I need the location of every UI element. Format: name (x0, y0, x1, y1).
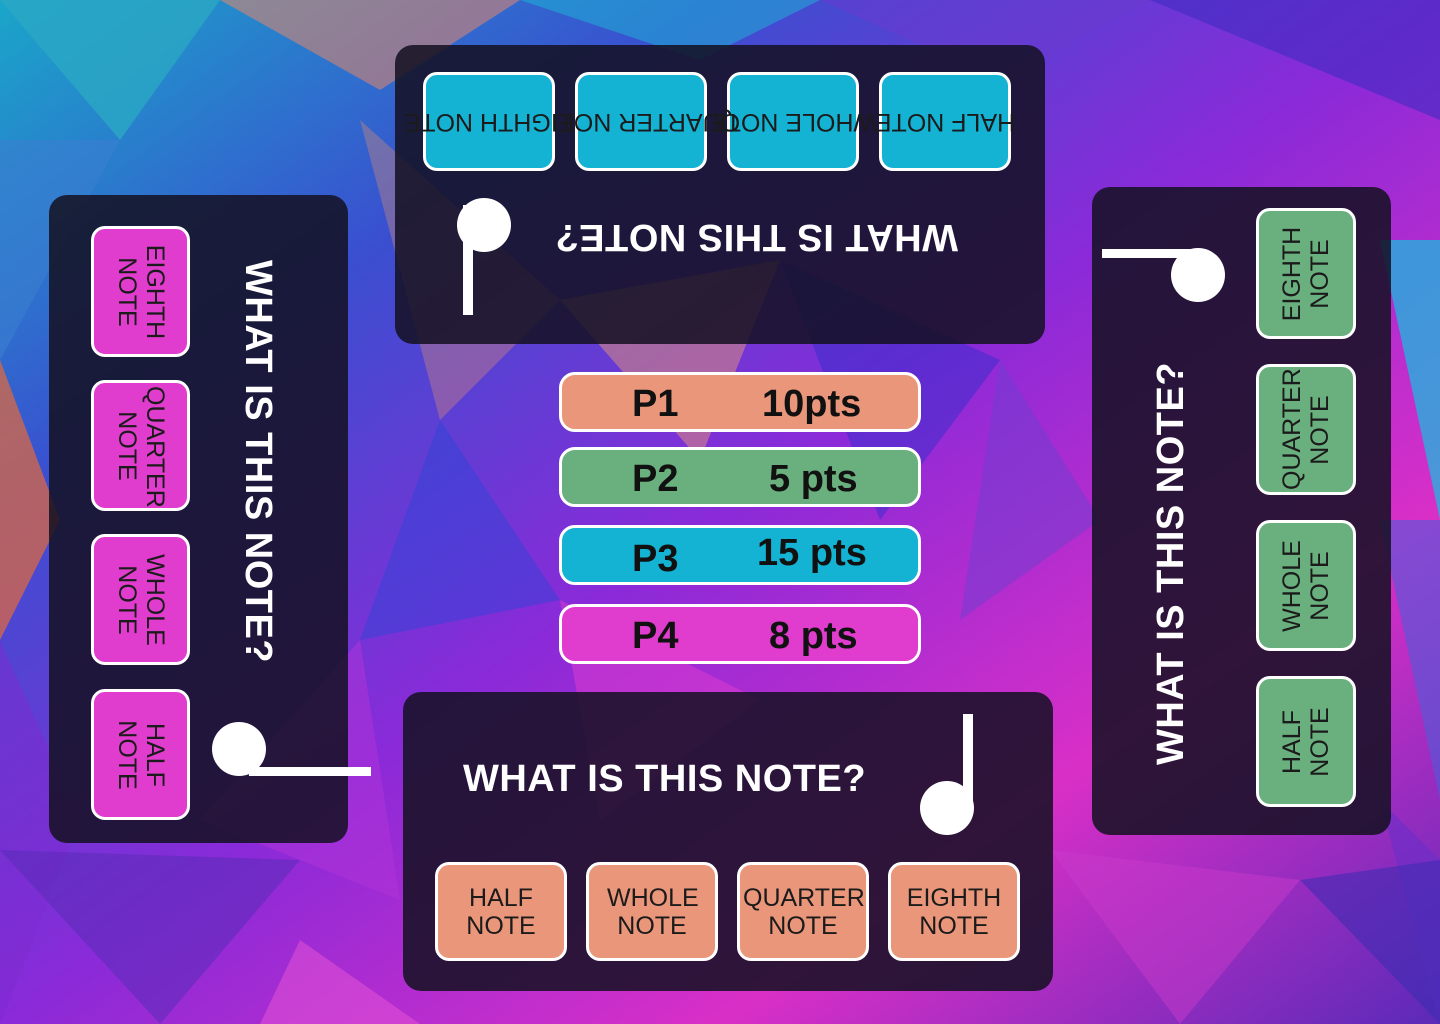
top-question-panel: WHAT IS THIS NOTE? HALF NOTE WHOLE NOTE … (395, 45, 1045, 344)
answer-button[interactable]: QUARTER NOTE (1256, 364, 1356, 495)
player-label: P1 (632, 383, 679, 425)
answer-button[interactable]: HALF NOTE (91, 689, 190, 820)
answer-button[interactable]: EIGHTH NOTE (1256, 208, 1356, 339)
answer-button[interactable]: EIGHTH NOTE (404, 72, 574, 171)
right-question-panel: WHAT IS THIS NOTE? EIGHTH NOTE QUARTER N… (1092, 187, 1391, 835)
player-points: 8 pts (769, 615, 858, 657)
answer-button[interactable]: WHOLE NOTE (1256, 520, 1356, 651)
answer-button[interactable]: HALF NOTE (1256, 676, 1356, 807)
question-text: WHAT IS THIS NOTE? (237, 260, 279, 664)
answer-button[interactable]: WHOLE NOTE (586, 862, 718, 961)
answer-button[interactable]: QUARTER NOTE (542, 72, 740, 171)
bottom-question-panel: WHAT IS THIS NOTE? HALF NOTE WHOLE NOTE … (403, 692, 1053, 991)
left-question-panel: WHAT IS THIS NOTE? EIGHTH NOTE QUARTER N… (49, 195, 371, 843)
answer-button[interactable]: QUARTER NOTE (737, 862, 869, 961)
question-text: WHAT IS THIS NOTE? (463, 758, 867, 800)
score-row-p3: P3 15 pts (559, 525, 921, 585)
answer-button[interactable]: EIGHTH NOTE (888, 862, 1020, 961)
player-label: P3 (632, 538, 679, 580)
score-row-p1: P1 10pts (559, 372, 921, 432)
question-text: WHAT IS THIS NOTE? (1150, 361, 1192, 765)
half-note-icon (1102, 248, 1225, 302)
answer-button[interactable]: WHOLE NOTE (91, 534, 190, 665)
question-text: WHAT IS THIS NOTE? (555, 216, 959, 258)
score-row-p2: P2 5 pts (559, 447, 921, 507)
answer-button[interactable]: QUARTER NOTE (91, 380, 190, 511)
player-label: P2 (632, 458, 679, 500)
half-note-icon (457, 198, 511, 315)
answer-button[interactable]: HALF NOTE (875, 72, 1015, 171)
player-points: 10pts (762, 383, 862, 425)
answer-button[interactable]: WHOLE NOTE (709, 72, 877, 171)
player-points: 5 pts (769, 458, 858, 500)
answer-button[interactable]: HALF NOTE (435, 862, 567, 961)
half-note-icon (212, 722, 371, 776)
player-points: 15 pts (757, 532, 867, 574)
half-note-icon (920, 714, 974, 835)
player-label: P4 (632, 615, 679, 657)
answer-button[interactable]: EIGHTH NOTE (91, 226, 190, 357)
score-row-p4: P4 8 pts (559, 604, 921, 664)
